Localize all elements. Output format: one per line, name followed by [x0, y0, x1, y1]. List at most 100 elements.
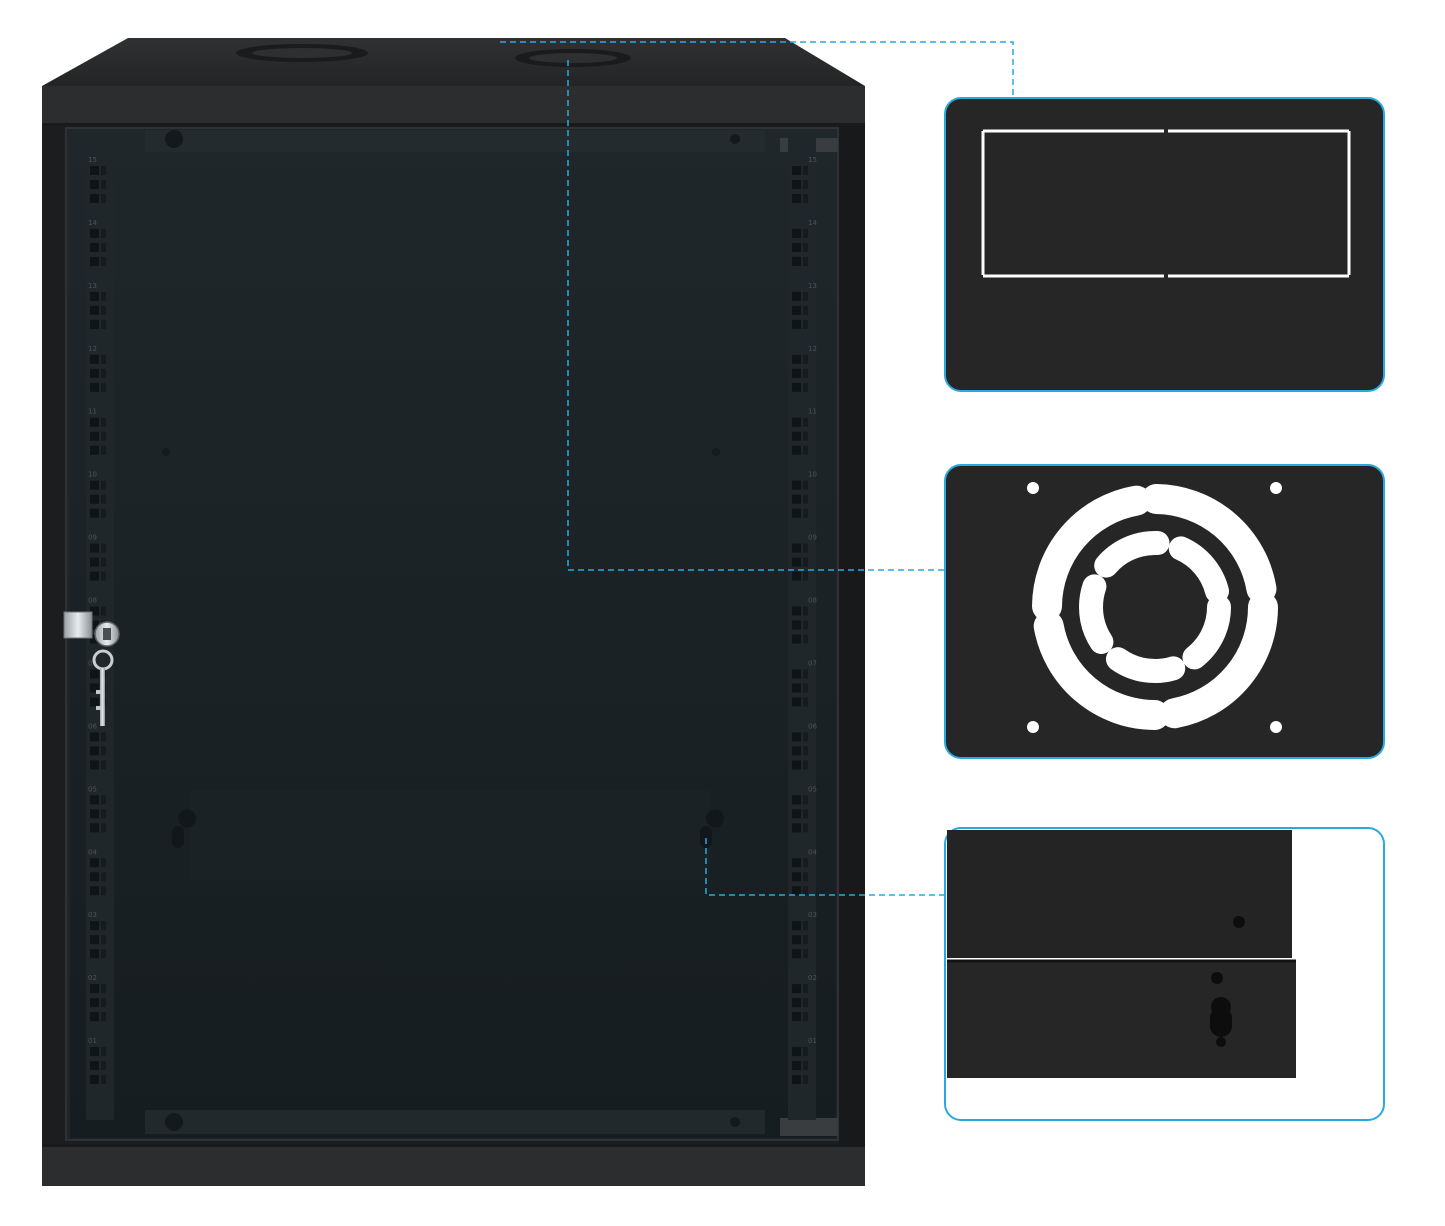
rack-square-hole — [101, 543, 106, 553]
rack-square-hole — [792, 634, 801, 644]
rack-unit-label: 08 — [808, 597, 817, 605]
rack-square-hole — [90, 984, 99, 994]
rack-square-hole — [803, 634, 808, 644]
rack-square-hole — [792, 228, 801, 238]
rack-square-hole — [101, 935, 106, 945]
callout-line-fan — [567, 60, 945, 571]
rack-square-hole — [792, 606, 801, 616]
rack-square-hole — [803, 732, 808, 742]
rack-unit-label: 09 — [88, 534, 97, 542]
rack-square-hole — [803, 935, 808, 945]
rack-square-hole — [90, 228, 99, 238]
rack-square-hole — [90, 431, 99, 441]
rack-unit-label: 11 — [808, 408, 817, 416]
rack-square-hole — [792, 697, 801, 707]
rack-square-hole — [792, 809, 801, 819]
rack-square-hole — [803, 305, 808, 315]
rack-square-hole — [792, 1012, 801, 1022]
rack-square-hole — [792, 291, 801, 301]
rack-square-hole — [101, 166, 106, 175]
rack-square-hole — [101, 872, 106, 882]
rack-unit-label: 01 — [808, 1037, 817, 1045]
rack-square-hole — [90, 166, 99, 175]
rack-square-hole — [792, 480, 801, 490]
rack-square-hole — [101, 921, 106, 931]
rack-square-hole — [792, 166, 801, 175]
rack-square-hole — [90, 480, 99, 490]
rack-square-hole — [90, 935, 99, 945]
rack-square-hole — [803, 417, 808, 427]
callout-line-top-entry — [500, 41, 1014, 97]
rack-square-hole — [90, 242, 99, 252]
rack-square-hole — [803, 872, 808, 882]
rack-square-hole — [101, 494, 106, 504]
rack-square-hole — [90, 732, 99, 742]
rack-unit-label: 01 — [88, 1037, 97, 1045]
rack-square-hole — [792, 998, 801, 1008]
rack-square-hole — [101, 606, 106, 616]
rack-square-hole — [803, 368, 808, 378]
rack-square-hole — [101, 760, 106, 770]
rack-square-hole — [90, 543, 99, 553]
cabinet-top-surface — [42, 38, 865, 86]
rack-unit-label: 06 — [88, 722, 97, 730]
rack-square-hole — [101, 256, 106, 266]
rack-square-hole — [803, 795, 808, 805]
rack-unit-label: 08 — [88, 597, 97, 605]
rack-square-hole — [101, 949, 106, 959]
rack-unit-label: 09 — [808, 534, 817, 542]
rack-square-hole — [90, 795, 99, 805]
rack-square-hole — [792, 431, 801, 441]
rack-square-hole — [792, 683, 801, 693]
rack-square-hole — [90, 998, 99, 1008]
rack-square-hole — [803, 886, 808, 896]
rack-square-hole — [101, 557, 106, 567]
rack-square-hole — [101, 571, 106, 581]
rack-square-hole — [803, 606, 808, 616]
rack-square-hole — [90, 921, 99, 931]
rack-square-hole — [101, 823, 106, 833]
rack-square-hole — [101, 228, 106, 238]
rack-square-hole — [803, 1061, 808, 1071]
rack-square-hole — [803, 823, 808, 833]
rack-square-hole — [101, 998, 106, 1008]
rack-square-hole — [803, 431, 808, 441]
rack-square-hole — [792, 1047, 801, 1057]
rack-square-hole — [101, 1047, 106, 1057]
rack-square-hole — [90, 194, 99, 203]
rack-square-hole — [803, 858, 808, 868]
rack-unit-label: 04 — [88, 848, 97, 856]
rack-square-hole — [803, 319, 808, 329]
rack-unit-label: 13 — [808, 282, 817, 290]
rack-unit-label: 03 — [88, 911, 97, 919]
rack-square-hole — [101, 194, 106, 203]
cabinet-top-lip — [42, 86, 865, 126]
rack-square-hole — [803, 180, 808, 189]
keyhole-icon — [1210, 997, 1232, 1047]
rack-square-hole — [792, 872, 801, 882]
rack-square-hole — [101, 382, 106, 392]
rack-square-hole — [90, 417, 99, 427]
rack-square-hole — [101, 508, 106, 518]
rack-square-hole — [792, 256, 801, 266]
rack-square-hole — [101, 319, 106, 329]
rack-square-hole — [803, 571, 808, 581]
rack-square-hole — [90, 354, 99, 364]
rack-unit-label: 04 — [808, 848, 817, 856]
rack-square-hole — [792, 984, 801, 994]
rack-square-hole — [792, 319, 801, 329]
rack-square-hole — [90, 746, 99, 756]
rack-square-hole — [803, 256, 808, 266]
rack-square-hole — [101, 354, 106, 364]
rack-square-hole — [101, 984, 106, 994]
cable-entry-cutout-icon — [981, 129, 1351, 278]
rack-unit-label: 12 — [808, 345, 817, 353]
rack-square-hole — [792, 368, 801, 378]
rack-square-hole — [90, 382, 99, 392]
rack-square-hole — [792, 242, 801, 252]
rack-square-hole — [792, 445, 801, 455]
rack-square-hole — [803, 194, 808, 203]
rack-square-hole — [803, 291, 808, 301]
rack-square-hole — [90, 1061, 99, 1071]
